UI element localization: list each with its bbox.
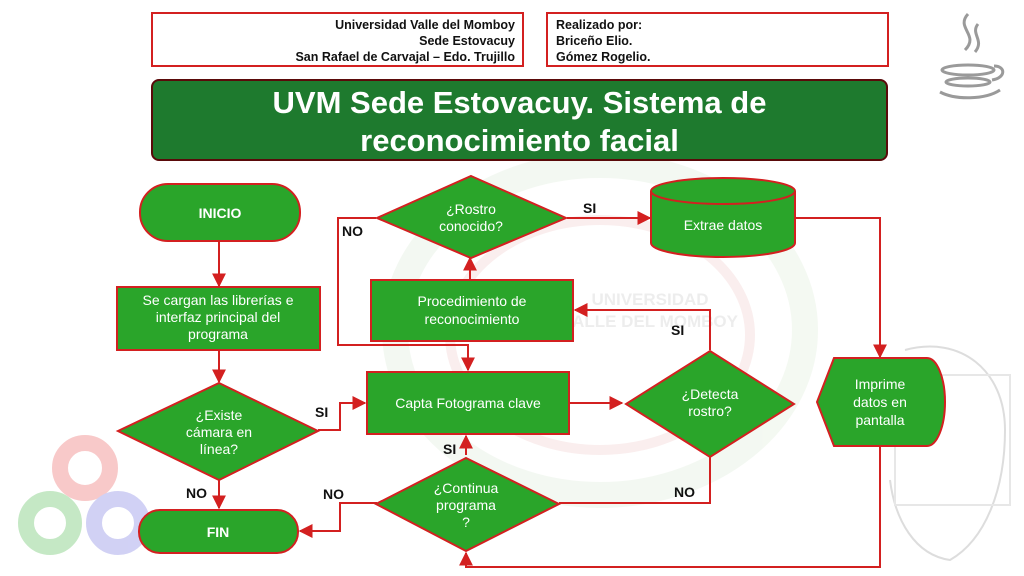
edge-label-detecta-si: SI bbox=[671, 322, 684, 338]
node-imprime-line: Imprime bbox=[855, 376, 906, 392]
header-authors-line: Gómez Rogelio. bbox=[556, 50, 651, 64]
node-imprime-line: pantalla bbox=[855, 412, 904, 428]
header-institution-line: Universidad Valle del Momboy bbox=[335, 18, 515, 32]
node-imprime-datos: Imprime datos en pantalla bbox=[815, 357, 946, 447]
node-rostro-line: ¿Rostro bbox=[446, 201, 496, 217]
java-logo-icon bbox=[939, 12, 1005, 100]
node-cargan-line: programa bbox=[188, 326, 248, 342]
node-capta-label: Capta Fotograma clave bbox=[395, 395, 541, 411]
header-authors-line: Briceño Elio. bbox=[556, 34, 633, 48]
edge-label-rostro-si: SI bbox=[583, 200, 596, 216]
node-rostro-line: conocido? bbox=[439, 218, 503, 234]
node-detecta-line: ¿Detecta bbox=[682, 386, 739, 402]
node-extrae-datos: Extrae datos bbox=[650, 177, 796, 258]
header-authors: Realizado por: Briceño Elio. Gómez Rogel… bbox=[546, 12, 889, 67]
node-continua-line: programa bbox=[436, 497, 496, 513]
header-institution-line: San Rafael de Carvajal – Edo. Trujillo bbox=[295, 50, 515, 64]
node-continua-line: ¿Continua bbox=[434, 480, 499, 496]
node-extrae-label: Extrae datos bbox=[684, 217, 763, 233]
edge-label-existe-no: NO bbox=[186, 485, 207, 501]
node-imprime-line: datos en bbox=[853, 394, 907, 410]
node-continua-programa: ¿Continua programa ? bbox=[373, 456, 562, 553]
header-authors-line: Realizado por: bbox=[556, 18, 643, 32]
node-inicio: INICIO bbox=[139, 183, 301, 242]
node-cargan-librerias: Se cargan las librerías e interfaz princ… bbox=[116, 286, 321, 351]
node-cargan-line: interfaz principal del bbox=[156, 309, 281, 325]
node-existe-camara: ¿Existe cámara en línea? bbox=[115, 381, 321, 482]
node-existe-line: línea? bbox=[200, 441, 238, 457]
slide-title-line: reconocimiento facial bbox=[360, 123, 679, 158]
edge-label-continua-no: NO bbox=[323, 486, 344, 502]
node-procedimiento: Procedimiento de reconocimiento bbox=[370, 279, 574, 342]
edge-label-continua-si: SI bbox=[443, 441, 456, 457]
node-capta-fotograma: Capta Fotograma clave bbox=[366, 371, 570, 435]
logo-circles-icon bbox=[18, 435, 150, 555]
header-institution-line: Sede Estovacuy bbox=[419, 34, 515, 48]
node-procedimiento-line: Procedimiento de bbox=[418, 293, 527, 309]
edge-label-rostro-no: NO bbox=[342, 223, 363, 239]
slide-title: UVM Sede Estovacuy. Sistema de reconocim… bbox=[151, 79, 888, 161]
node-cargan-line: Se cargan las librerías e bbox=[143, 292, 294, 308]
edge-label-existe-si: SI bbox=[315, 404, 328, 420]
node-fin-label: FIN bbox=[207, 524, 230, 540]
node-detecta-rostro: ¿Detecta rostro? bbox=[624, 349, 796, 459]
node-rostro-conocido: ¿Rostro conocido? bbox=[374, 174, 569, 260]
slide-title-line: UVM Sede Estovacuy. Sistema de bbox=[272, 85, 767, 120]
node-fin: FIN bbox=[138, 509, 299, 554]
node-existe-line: cámara en bbox=[186, 424, 252, 440]
node-procedimiento-line: reconocimiento bbox=[425, 311, 520, 327]
node-continua-line: ? bbox=[462, 514, 470, 530]
connectors bbox=[212, 211, 887, 568]
header-institution: Universidad Valle del Momboy Sede Estova… bbox=[151, 12, 524, 67]
watermark-line: VALLE DEL MOMBOY bbox=[562, 312, 739, 331]
watermark-line: UNIVERSIDAD bbox=[591, 290, 708, 309]
node-existe-line: ¿Existe bbox=[196, 407, 243, 423]
node-detecta-line: rostro? bbox=[688, 403, 732, 419]
edge-label-detecta-no: NO bbox=[674, 484, 695, 500]
node-inicio-label: INICIO bbox=[199, 205, 242, 221]
